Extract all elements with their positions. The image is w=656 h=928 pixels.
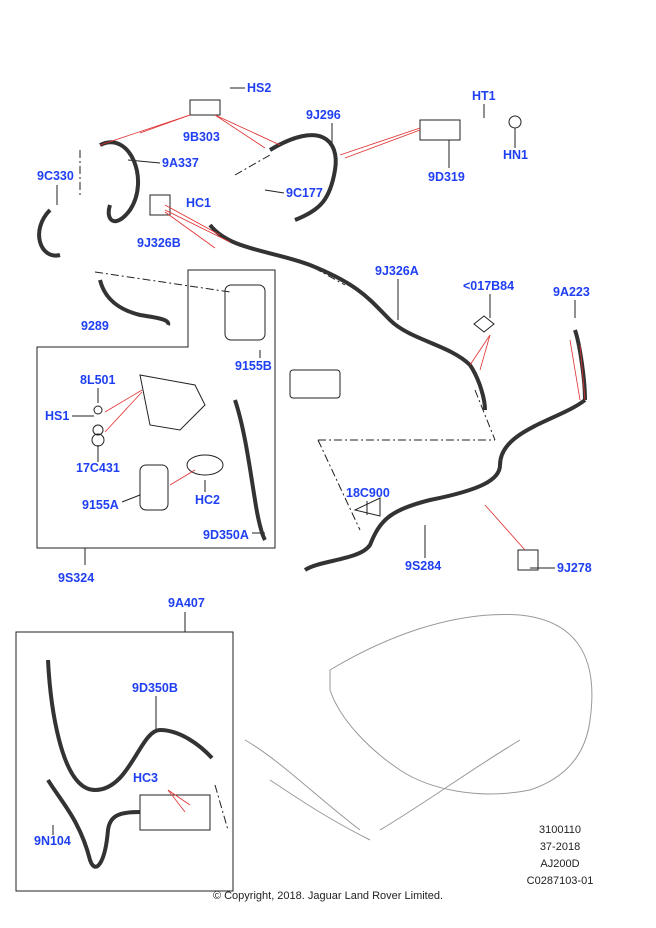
callout-9b303[interactable]: 9B303: [183, 130, 220, 144]
callout-9j278[interactable]: 9J278: [557, 561, 592, 575]
callout-18c900[interactable]: 18C900: [346, 486, 390, 500]
callout-hs2[interactable]: HS2: [247, 81, 272, 95]
callout-hc3[interactable]: HC3: [133, 771, 159, 785]
reference-date: 37-2018: [539, 841, 581, 853]
group-box-9a407: [15, 631, 234, 892]
callout-hc2[interactable]: HC2: [195, 493, 221, 507]
reference-illustration-id: C0287103-01: [526, 875, 594, 887]
callout-8l501[interactable]: 8L501: [80, 373, 116, 387]
callout-17c431[interactable]: 17C431: [76, 461, 120, 475]
callout-9a337[interactable]: 9A337: [162, 156, 199, 170]
reference-model: AJ200D: [540, 858, 580, 870]
reference-code: 3100110: [538, 824, 581, 836]
callout-hc1[interactable]: HC1: [186, 196, 212, 210]
callout-9d350a[interactable]: 9D350A: [203, 528, 249, 542]
callout-9a223[interactable]: 9A223: [553, 285, 590, 299]
group-box-9s324: [36, 269, 276, 549]
callout-9j326b[interactable]: 9J326B: [137, 236, 181, 250]
callout-9155a[interactable]: 9155A: [82, 498, 119, 512]
callout-9155b[interactable]: 9155B: [235, 359, 272, 373]
callout-9j326a[interactable]: 9J326A: [375, 264, 419, 278]
callout-9s284[interactable]: 9S284: [405, 559, 442, 573]
callout-9n104[interactable]: 9N104: [34, 834, 71, 848]
callout-hn1[interactable]: HN1: [503, 148, 529, 162]
copyright-notice: © Copyright, 2018. Jaguar Land Rover Lim…: [212, 890, 444, 902]
callout-9c330[interactable]: 9C330: [37, 169, 74, 183]
callout-9289[interactable]: 9289: [81, 319, 109, 333]
callout-ht1[interactable]: HT1: [472, 89, 496, 103]
callout-017b84[interactable]: <017B84: [463, 279, 515, 293]
callout-9j296[interactable]: 9J296: [306, 108, 341, 122]
callout-9a407[interactable]: 9A407: [168, 596, 205, 610]
callout-9d319[interactable]: 9D319: [428, 170, 465, 184]
callout-9s324[interactable]: 9S324: [58, 571, 95, 585]
callout-9d350b[interactable]: 9D350B: [132, 681, 178, 695]
callout-9c177[interactable]: 9C177: [286, 186, 323, 200]
callout-hs1[interactable]: HS1: [45, 409, 70, 423]
